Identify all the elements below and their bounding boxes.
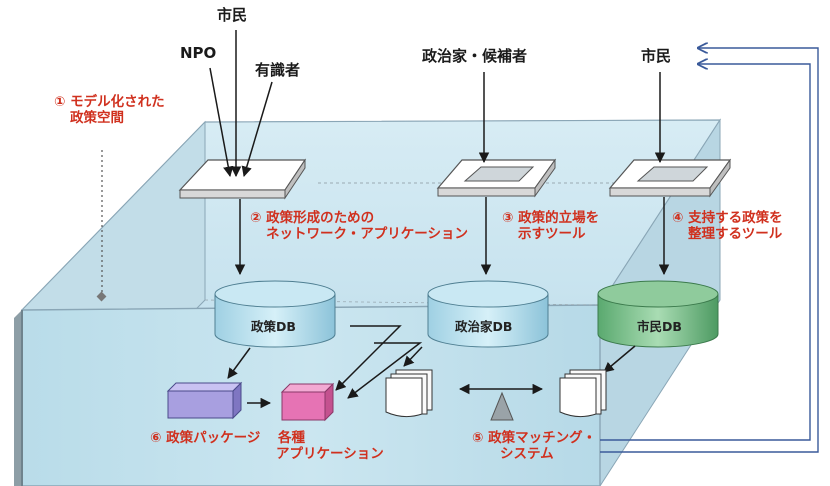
annotation-4-line1: ④ 支持する政策を [672, 210, 783, 226]
citizen-db-cylinder [597, 280, 719, 348]
annotation-1-line2: 政策空間 [70, 109, 124, 126]
politician-db-cylinder [427, 280, 549, 348]
label-citizen-right: 市民 [641, 47, 672, 65]
policy-space-box [14, 118, 722, 486]
application-cube [280, 382, 335, 422]
annotation-5-line2: システム [500, 445, 554, 462]
citizen-db-label: 市民DB [637, 319, 682, 334]
policy-db-cylinder [214, 280, 336, 348]
feedback-loop-line [600, 48, 819, 453]
annotation-3: ③ 政策的立場を 示すツール [502, 210, 600, 242]
annotation-2-line2: ネットワーク・アプリケーション [266, 225, 468, 242]
policy-db-label: 政策DB [251, 319, 296, 334]
annotation-2-line1: ② 政策形成のための [250, 210, 375, 226]
annotation-7: 各種 アプリケーション [276, 430, 384, 462]
input-panel-politician [436, 158, 557, 198]
annotation-5-line1: ⑤ 政策マッチング・ [472, 430, 597, 446]
annotation-3-line1: ③ 政策的立場を [502, 210, 600, 226]
label-expert: 有識者 [255, 61, 301, 79]
document-stack-left [385, 369, 433, 418]
annotation-1: ① モデル化された 政策空間 [54, 94, 165, 126]
annotation-5: ⑤ 政策マッチング・ システム [472, 430, 597, 462]
label-citizen-top: 市民 [217, 6, 248, 24]
annotation-7-line2: アプリケーション [276, 445, 384, 462]
input-arrows [209, 30, 670, 276]
matching-balance-pivot [490, 391, 514, 421]
annotation-2: ② 政策形成のための ネットワーク・アプリケーション [250, 210, 468, 242]
label-politician-candidate: 政治家・候補者 [422, 47, 528, 65]
document-stack-right [559, 369, 607, 418]
policy-package-cube [166, 381, 243, 420]
label-npo: NPO [180, 44, 217, 62]
annotation-6: ⑥ 政策パッケージ [150, 430, 261, 446]
annotation-3-line2: 示すツール [518, 225, 586, 242]
annotation-4-line2: 整理するツール [688, 225, 783, 242]
annotation-4: ④ 支持する政策を 整理するツール [672, 210, 783, 242]
input-panel-citizen [608, 158, 732, 198]
politician-db-label: 政治家DB [455, 319, 513, 334]
annotation-1-line1: ① モデル化された [54, 94, 165, 110]
db-flow-arrows [227, 325, 636, 409]
annotation-7-line1: 各種 [278, 430, 305, 446]
